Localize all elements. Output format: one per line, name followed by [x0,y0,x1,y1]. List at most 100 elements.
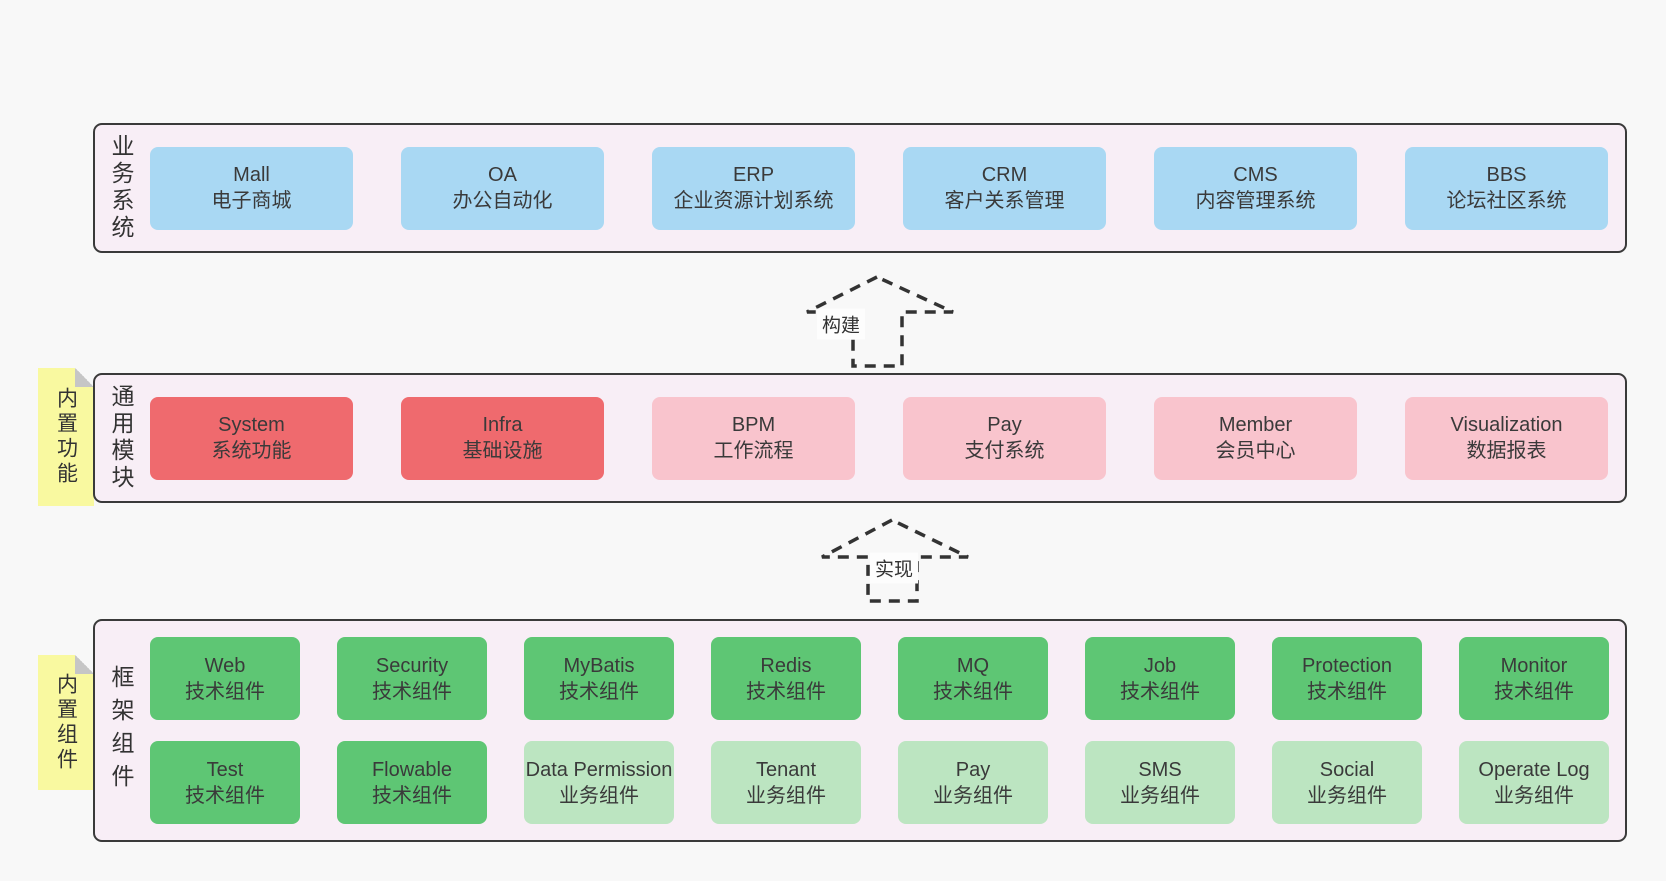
arrow-up-build-icon [800,270,960,370]
component-box-name: CRM [981,164,1028,186]
component-box-name: Web [204,654,246,677]
arrow-build-label: 构建 [816,308,866,340]
component-box-desc: 内容管理系统 [1195,190,1316,212]
component-box-name: Flowable [371,758,453,781]
component-box-desc: 技术组件 [559,680,639,703]
arrow-implement-label: 实现 [869,552,919,584]
component-box-desc: 技术组件 [1307,680,1387,703]
component-box-desc: 数据报表 [1466,440,1547,462]
component-box-name: Test [206,758,244,781]
component-box: Web 技术组件 [150,637,300,720]
component-box-desc: 业务组件 [1307,784,1387,807]
component-box: Monitor 技术组件 [1459,637,1609,720]
component-box-name: Social [1319,758,1375,781]
component-box-name: OA [488,164,517,186]
component-box: Mall 电子商城 [150,146,353,230]
component-box-name: CMS [1233,164,1278,186]
component-box: Operate Log 业务组件 [1459,741,1609,824]
framework-components-row-2: Test 技术组件 Flowable 技术组件 Data Permission … [150,741,1625,824]
component-box: System 系统功能 [150,396,353,480]
component-box: Protection 技术组件 [1272,637,1422,720]
component-box-desc: 技术组件 [1494,680,1574,703]
component-box-name: Security [375,654,449,677]
component-box-name: Member [1218,414,1293,436]
sticky-note-builtin-features: 内置功能 [38,368,94,506]
component-box: Job 技术组件 [1085,637,1235,720]
component-box: Infra 基础设施 [401,396,604,480]
component-box-desc: 技术组件 [1120,680,1200,703]
sticky-note-builtin-components: 内置组件 [38,655,94,790]
component-box-desc: 技术组件 [933,680,1013,703]
panel-common-modules: 通用模块 System 系统功能 Infra 基础设施 BPM 工作流程 [93,373,1627,503]
component-box-name: Infra [482,414,523,436]
component-box: Member 会员中心 [1154,396,1357,480]
component-box-desc: 技术组件 [372,680,452,703]
component-box-name: Visualization [1450,414,1563,436]
component-box-name: BPM [731,414,776,436]
component-box-name: Redis [760,654,812,677]
component-box-name: ERP [732,164,775,186]
component-box: BBS 论坛社区系统 [1405,146,1608,230]
component-box: Data Permission 业务组件 [524,741,674,824]
component-box-name: Pay [987,414,1022,436]
component-box: ERP 企业资源计划系统 [652,146,855,230]
component-box-desc: 业务组件 [746,784,826,807]
component-box-name: Job [1143,654,1177,677]
component-box-desc: 支付系统 [964,440,1045,462]
component-box: Security 技术组件 [337,637,487,720]
component-box: BPM 工作流程 [652,396,855,480]
component-box: OA 办公自动化 [401,146,604,230]
arrow-up-implement-icon [815,513,975,605]
component-box-desc: 业务组件 [1494,784,1574,807]
component-box-desc: 客户关系管理 [944,190,1065,212]
framework-components-grid: Web 技术组件 Security 技术组件 MyBatis 技术组件 [150,637,1625,824]
component-box-name: Mall [233,164,270,186]
component-box: Visualization 数据报表 [1405,396,1608,480]
component-box: Test 技术组件 [150,741,300,824]
common-modules-box-row: System 系统功能 Infra 基础设施 BPM 工作流程 Pay 支付系统 [150,396,1625,480]
component-box-desc: 技术组件 [372,784,452,807]
component-box-desc: 技术组件 [746,680,826,703]
component-box-name: Tenant [755,758,817,781]
component-box-desc: 电子商城 [211,190,292,212]
panel-framework-components: 框架组件 Web 技术组件 Security 技术组件 MyBatis [93,619,1627,842]
sticky-note-builtin-features-label: 内置功能 [54,387,78,487]
panel-common-modules-side-label: 通用模块 [108,384,134,492]
component-box-desc: 工作流程 [713,440,794,462]
component-box-desc: 技术组件 [185,784,265,807]
panel-framework-components-side-label: 框架组件 [108,664,134,797]
component-box-desc: 业务组件 [559,784,639,807]
component-box-desc: 企业资源计划系统 [673,190,834,212]
business-systems-box-row: Mall 电子商城 OA 办公自动化 ERP 企业资源计划系统 CRM 客户关系… [150,146,1625,230]
component-box-desc: 基础设施 [462,440,543,462]
component-box-name: System [218,414,285,436]
component-box: Social 业务组件 [1272,741,1422,824]
component-box-desc: 论坛社区系统 [1446,190,1567,212]
component-box: Pay 支付系统 [903,396,1106,480]
component-box-desc: 业务组件 [933,784,1013,807]
sticky-note-builtin-components-label: 内置组件 [54,672,78,773]
component-box: Flowable 技术组件 [337,741,487,824]
component-box-desc: 技术组件 [185,680,265,703]
component-box-name: BBS [1486,164,1527,186]
panel-business-systems-side-label: 业务系统 [108,134,134,242]
component-box: Tenant 业务组件 [711,741,861,824]
component-box: MyBatis 技术组件 [524,637,674,720]
component-box-desc: 业务组件 [1120,784,1200,807]
framework-components-row-1: Web 技术组件 Security 技术组件 MyBatis 技术组件 [150,637,1625,720]
component-box: MQ 技术组件 [898,637,1048,720]
component-box-name: Pay [955,758,991,781]
component-box-name: Monitor [1500,654,1568,677]
component-box: Redis 技术组件 [711,637,861,720]
component-box-name: Operate Log [1478,758,1590,781]
component-box: CRM 客户关系管理 [903,146,1106,230]
component-box: SMS 业务组件 [1085,741,1235,824]
component-box: CMS 内容管理系统 [1154,146,1357,230]
component-box-name: MQ [956,654,990,677]
component-box-desc: 系统功能 [211,440,292,462]
component-box-name: Data Permission [525,758,673,781]
component-box-name: MyBatis [563,654,635,677]
component-box-desc: 会员中心 [1215,440,1296,462]
component-box-name: Protection [1301,654,1393,677]
